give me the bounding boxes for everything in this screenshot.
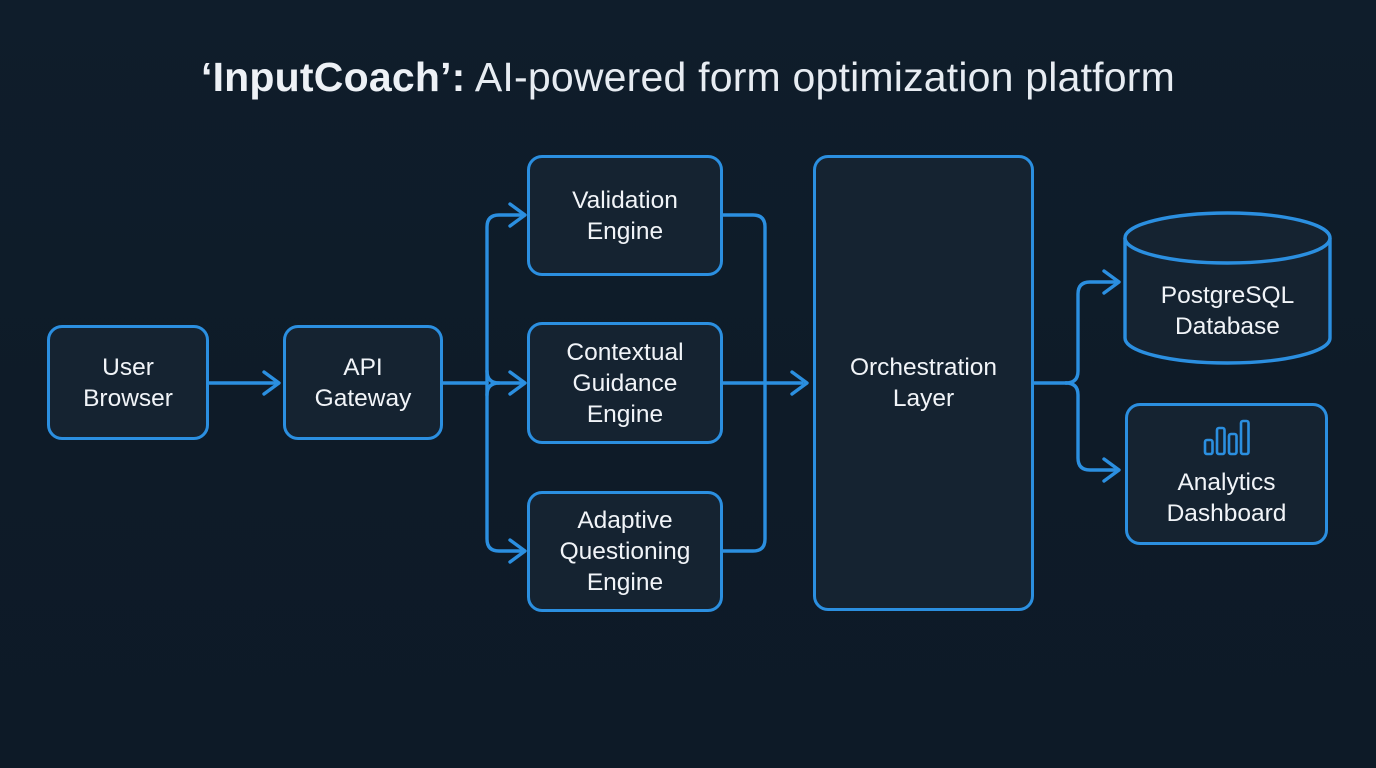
node-validation-engine: Validation Engine	[527, 155, 723, 276]
title-rest: AI-powered form optimization platform	[474, 54, 1175, 100]
node-adaptive-questioning-engine: Adaptive Questioning Engine	[527, 491, 723, 612]
page-title: ‘InputCoach’: AI-powered form optimizati…	[0, 54, 1376, 101]
node-label-line: Guidance	[572, 369, 678, 397]
node-label-line: Validation	[572, 186, 678, 214]
node-api-gateway: API Gateway	[283, 325, 443, 440]
node-orchestration-layer: Orchestration Layer	[813, 155, 1034, 611]
node-label-line: Engine	[586, 400, 664, 428]
node-label-line: Gateway	[314, 384, 412, 412]
node-label-line: Adaptive	[577, 507, 673, 534]
node-contextual-guidance-engine: Contextual Guidance Engine	[527, 322, 723, 444]
node-label-line: Contextual	[566, 338, 684, 366]
node-label-line: Questioning	[559, 538, 691, 565]
node-label-line: Engine	[586, 217, 664, 245]
node-label-line: PostgreSQL	[1160, 282, 1295, 309]
node-label-line: Analytics	[1177, 469, 1276, 496]
node-label-line: Engine	[586, 569, 664, 596]
node-label-line: User	[102, 353, 154, 381]
node-label-line: Orchestration	[849, 354, 998, 381]
node-label-line: Database	[1175, 313, 1280, 340]
node-label-line: Layer	[892, 385, 955, 412]
node-user-browser: User Browser	[47, 325, 209, 440]
node-label-line: API	[343, 353, 383, 381]
node-analytics-dashboard: Analytics Dashboard	[1125, 403, 1328, 545]
node-label-line: Dashboard	[1166, 500, 1287, 527]
node-label-line: Browser	[83, 384, 173, 412]
node-postgresql-database: PostgreSQL Database	[1125, 252, 1330, 370]
bar-chart-icon	[1203, 419, 1251, 457]
title-brand: ‘InputCoach’:	[201, 54, 466, 100]
